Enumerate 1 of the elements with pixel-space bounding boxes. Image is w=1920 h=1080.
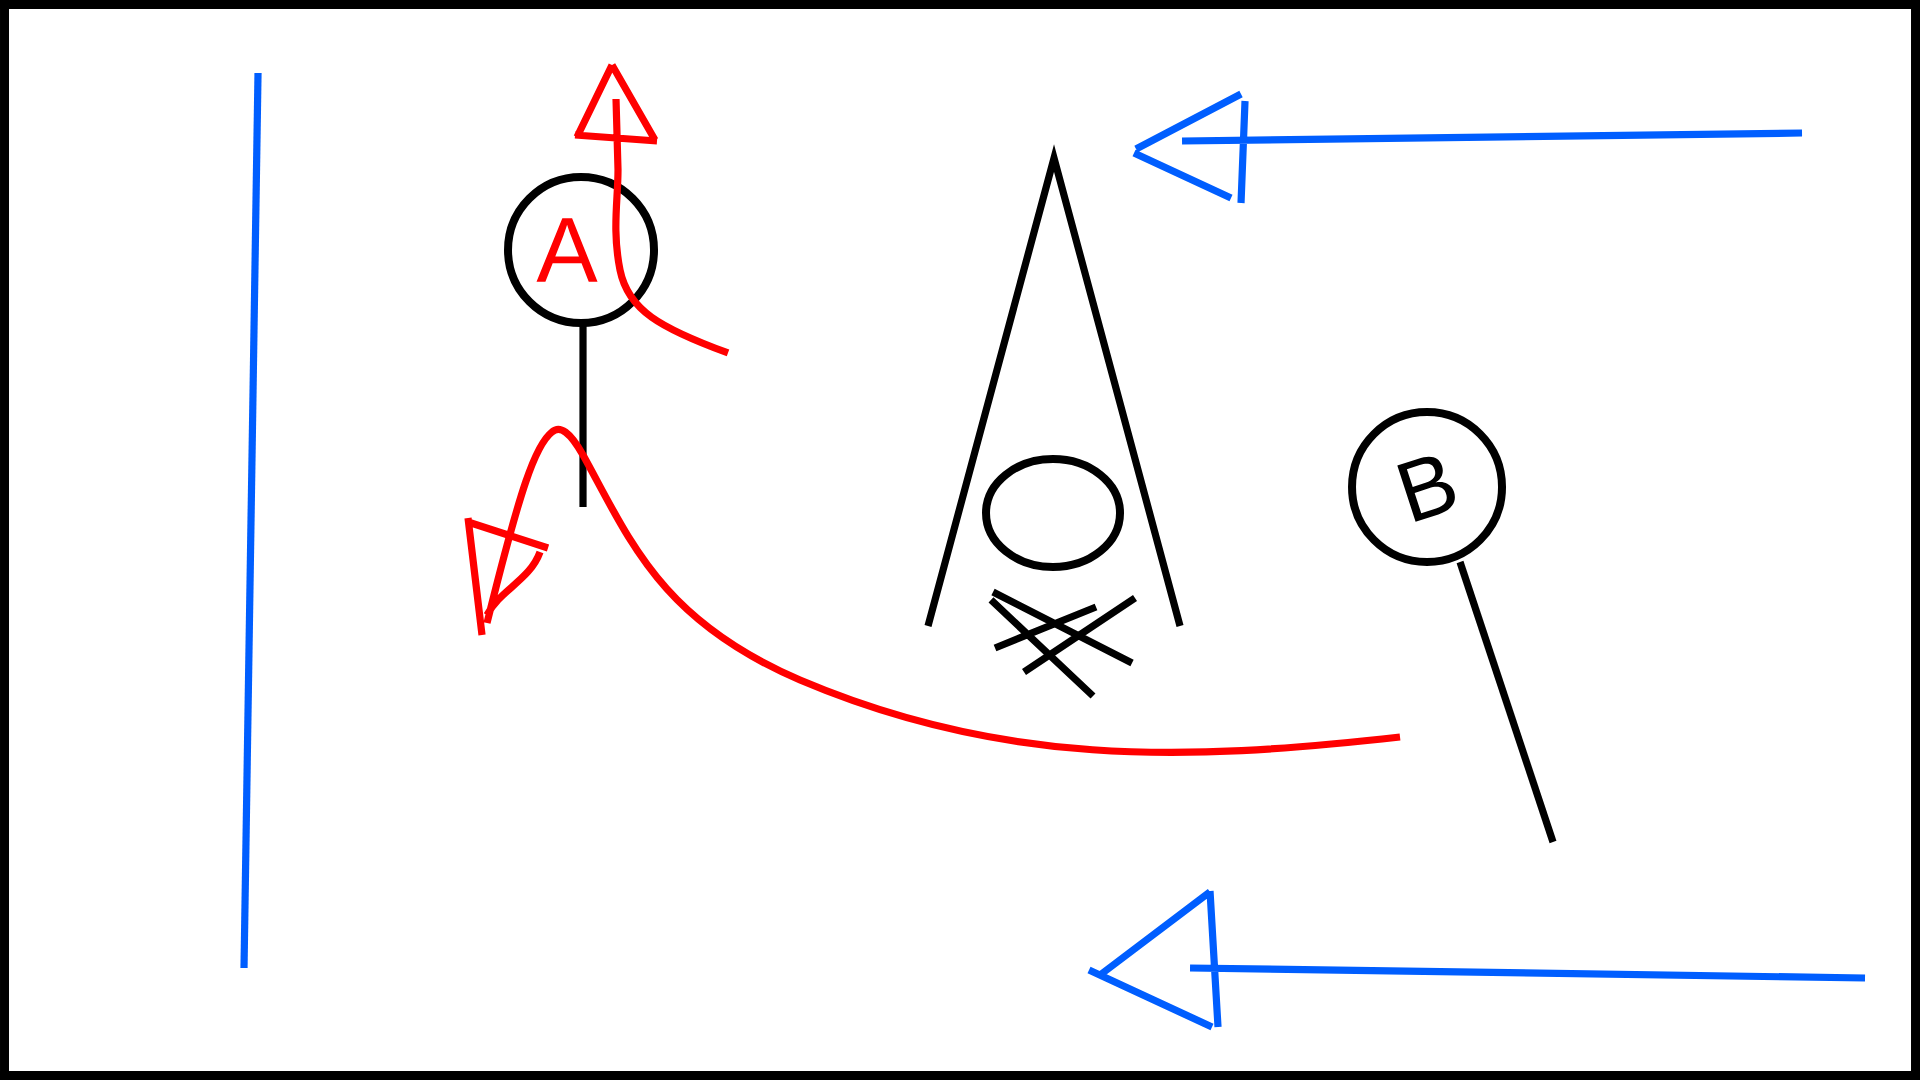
ellipse: [982, 455, 1124, 571]
